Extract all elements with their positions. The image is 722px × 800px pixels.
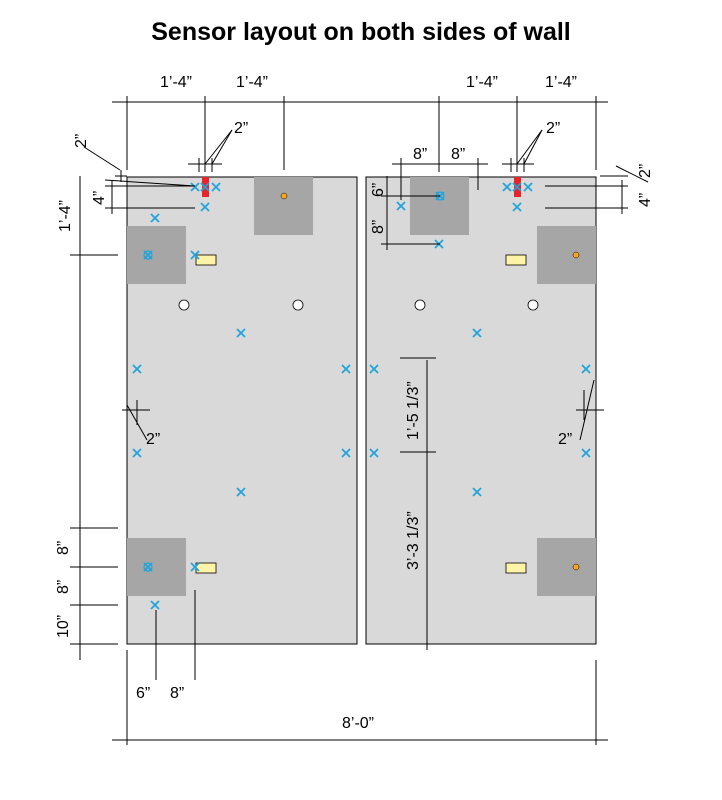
sensor-cross — [369, 448, 379, 458]
right-white-dot-2 — [527, 299, 539, 311]
dim-right-2in-mid: 2” — [558, 431, 572, 448]
dim-right-2in-top: 2” — [546, 120, 560, 137]
sensor-cross — [132, 364, 142, 374]
dim-right-8in-b: 8” — [451, 146, 465, 163]
sensor-cross — [502, 182, 512, 192]
left-yellow-marker-top — [195, 254, 217, 266]
dim-bottom-8in: 8” — [170, 685, 184, 702]
sensor-cross — [132, 448, 142, 458]
dim-right-8in-a: 8” — [413, 146, 427, 163]
sensor-cross — [512, 182, 522, 192]
sensor-cross — [396, 201, 406, 211]
dim-right-top-2: 1’-4” — [545, 74, 577, 91]
sensor-cross — [472, 328, 482, 338]
dim-left-2in-top: 2” — [234, 120, 248, 137]
dimension-lines — [70, 96, 649, 745]
sensor-cross — [341, 448, 351, 458]
sensor-cross — [190, 562, 200, 572]
left-yellow-marker-bottom — [195, 562, 217, 574]
sensor-cross — [369, 364, 379, 374]
right-yellow-marker-top — [505, 254, 527, 266]
sensor-cross — [190, 182, 200, 192]
sensor-cross — [236, 328, 246, 338]
sensor-cross — [150, 600, 160, 610]
dim-right-4in: 4” — [637, 193, 654, 207]
sensor-cross — [341, 364, 351, 374]
sensor-cross — [211, 182, 221, 192]
dim-left-10in: 10” — [55, 615, 72, 638]
right-orange-dot-bottom — [572, 563, 580, 571]
sensor-cross — [143, 562, 153, 572]
right-yellow-marker-bottom — [505, 562, 527, 574]
left-sensor-ring-lower — [143, 562, 153, 572]
right-orange-dot-top — [572, 251, 580, 259]
dim-left-8in-b: 8” — [55, 580, 72, 594]
dim-left-4in: 4” — [91, 191, 108, 205]
right-block-upper — [537, 226, 596, 284]
right-white-dot-1 — [414, 299, 426, 311]
sensor-cross — [143, 250, 153, 260]
dim-right-3ft3: 3’-3 1/3” — [405, 511, 422, 570]
dim-right-8in-v: 8” — [370, 220, 387, 234]
sensor-cross — [190, 250, 200, 260]
dim-right-1ft5: 1’-5 1/3” — [405, 381, 422, 440]
sensor-cross — [512, 202, 522, 212]
dim-left-2in-corner: 2” — [73, 134, 90, 148]
left-sensor-ring-upper — [143, 250, 153, 260]
left-block-top — [254, 177, 313, 235]
left-block-lower — [127, 538, 186, 596]
dim-left-8in-a: 8” — [55, 541, 72, 555]
sensor-cross — [200, 202, 210, 212]
right-block-lower — [537, 538, 596, 596]
dim-overall: 8’-0” — [342, 715, 374, 732]
left-block-upper — [127, 226, 186, 284]
sensor-cross — [581, 448, 591, 458]
sensor-cross — [581, 364, 591, 374]
dim-right-top-1: 1’-4” — [466, 74, 498, 91]
dim-left-top-2: 1’-4” — [236, 74, 268, 91]
left-white-dot-1 — [178, 299, 190, 311]
dim-left-top-1: 1’-4” — [160, 74, 192, 91]
sensor-cross — [523, 182, 533, 192]
sensor-cross — [150, 213, 160, 223]
dim-left-2in-mid: 2” — [146, 431, 160, 448]
left-orange-dot — [280, 192, 288, 200]
dim-right-2in-corner: 2” — [637, 164, 654, 178]
dim-left-1ft4: 1’-4” — [57, 200, 74, 232]
sensor-cross — [472, 487, 482, 497]
diagram-title: Sensor layout on both sides of wall — [151, 18, 571, 46]
sensor-cross — [236, 487, 246, 497]
sensor-cross — [200, 182, 210, 192]
left-white-dot-2 — [292, 299, 304, 311]
dim-bottom-6in: 6” — [136, 685, 150, 702]
dim-right-6in: 6” — [370, 183, 387, 197]
right-block-top — [410, 177, 469, 235]
sensor-markers — [132, 182, 591, 610]
